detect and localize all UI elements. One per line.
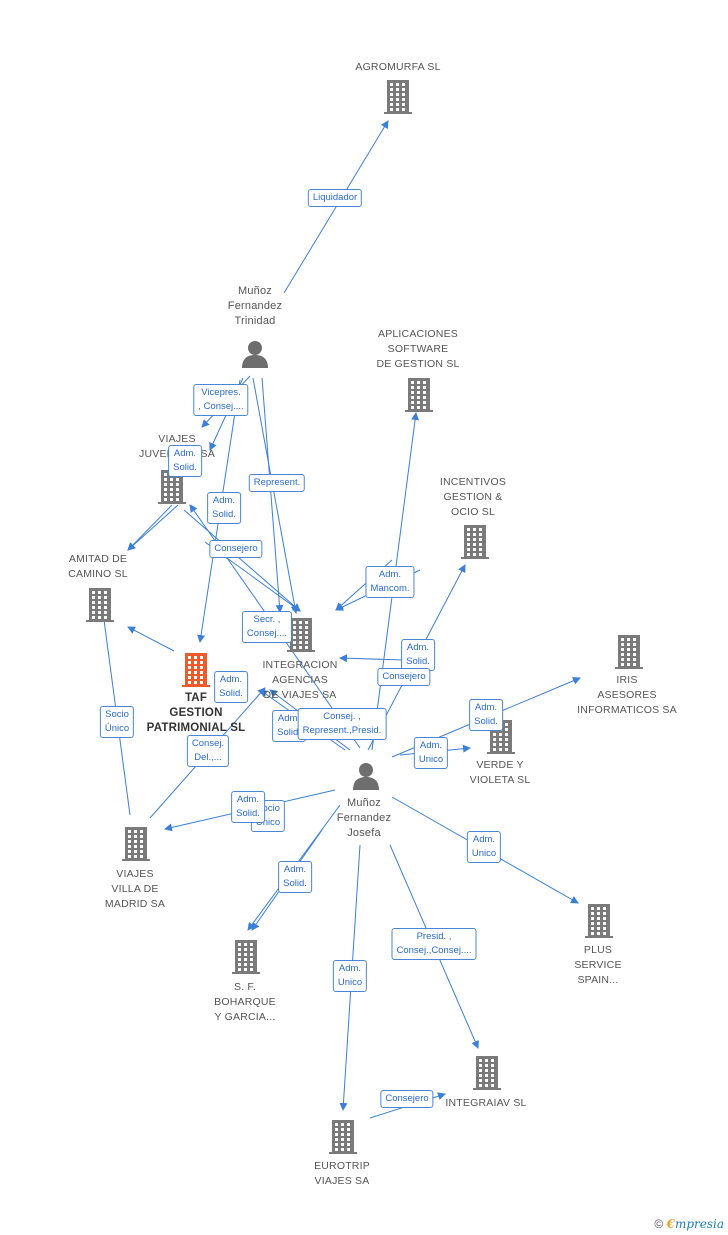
edge-label-adm-solid-4[interactable]: Adm. Solid. <box>214 671 248 703</box>
edge-label-adm-solid-2[interactable]: Adm. Solid. <box>207 492 241 524</box>
node-label-trinidad[interactable]: Muñoz Fernandez Trinidad <box>227 285 283 327</box>
node-label-agromurfa[interactable]: AGROMURFA SL <box>355 61 441 73</box>
company-icon[interactable] <box>585 904 613 943</box>
main-company-icon[interactable] <box>182 653 210 692</box>
copyright-icon: © <box>654 1217 664 1231</box>
edge-label-adm-solid-3[interactable]: Adm. Solid. <box>401 639 435 671</box>
edge-line <box>127 504 173 551</box>
company-icon[interactable] <box>287 618 315 657</box>
node-label-eurotrip[interactable]: EUROTRIP VIAJES SA <box>314 1160 370 1187</box>
edge-label-consej-del[interactable]: Consej. Del.,... <box>186 735 230 767</box>
edge-line <box>252 377 299 614</box>
brand-logo: €mpresia <box>666 1217 724 1231</box>
edge-label-secr[interactable]: Secr. , Consej.... <box>241 611 293 643</box>
company-icon[interactable] <box>384 80 412 119</box>
node-label-villa[interactable]: VIAJES VILLA DE MADRID SA <box>104 868 166 910</box>
edge-label-presid-consej[interactable]: Presid. , Consej.,Consej.... <box>391 928 477 960</box>
node-label-iris[interactable]: IRIS ASESORES INFORMATICOS SA <box>577 674 677 716</box>
company-icon[interactable] <box>158 470 186 509</box>
node-label-plus[interactable]: PLUS SERVICE SPAIN... <box>574 944 622 986</box>
footer-brand: © €mpresia <box>654 1217 724 1231</box>
node-label-aplicaciones[interactable]: APLICACIONES SOFTWARE DE GESTION SL <box>376 328 460 370</box>
edge-label-adm-solid-7[interactable]: Adm. Solid. <box>231 791 265 823</box>
edge-label-socio-unico[interactable]: Socio Único <box>99 706 135 738</box>
node-label-integracion[interactable]: INTEGRACION AGENCIAS DE VIAJES SA <box>262 659 338 701</box>
edge-label-adm-solid-6[interactable]: Adm. Solid. <box>469 699 503 731</box>
edge-line <box>339 654 405 663</box>
edge-label-adm-unico-3[interactable]: Adm. Unico <box>332 960 368 992</box>
edge-label-vicepres[interactable]: Vicepres. , Consej.... <box>193 384 249 416</box>
company-icon[interactable] <box>122 827 150 866</box>
edge-label-consejero-2[interactable]: Consejero <box>377 668 431 686</box>
person-icon[interactable] <box>351 761 381 796</box>
edge-label-consejero-1[interactable]: Consejero <box>209 540 263 558</box>
edge-label-adm-unico-1[interactable]: Adm. Unico <box>413 737 449 769</box>
node-label-amitad[interactable]: AMITAD DE CAMINO SL <box>68 553 128 580</box>
edge-line <box>183 509 301 612</box>
company-icon[interactable] <box>405 378 433 417</box>
node-label-incentivos[interactable]: INCENTIVOS GESTION & OCIO SL <box>439 476 507 518</box>
company-icon[interactable] <box>615 635 643 674</box>
edge-label-adm-unico-2[interactable]: Adm. Unico <box>466 831 502 863</box>
node-label-verde[interactable]: VERDE Y VIOLETA SL <box>469 759 531 786</box>
edge-label-liquidador[interactable]: Liquidador <box>307 189 363 207</box>
company-icon[interactable] <box>461 525 489 564</box>
edge-line <box>96 589 131 816</box>
edge-label-consej-represent[interactable]: Consej. , Represent.,Presid. <box>297 708 387 740</box>
edge-label-adm-solid-8[interactable]: Adm. Solid. <box>278 861 312 893</box>
edge-line <box>283 120 389 294</box>
edge-label-adm-solid-1[interactable]: Adm. Solid. <box>168 445 202 477</box>
company-icon[interactable] <box>329 1120 357 1159</box>
company-icon[interactable] <box>473 1056 501 1095</box>
edge-line <box>127 504 179 551</box>
person-icon[interactable] <box>240 339 270 374</box>
edge-label-consejero-3[interactable]: Consejero <box>380 1090 434 1108</box>
edge-label-adm-mancom[interactable]: Adm. Mancom. <box>365 566 415 598</box>
node-label-josefa[interactable]: Muñoz Fernandez Josefa <box>336 797 392 839</box>
node-label-taf[interactable]: TAF GESTION PATRIMONIAL SL <box>146 692 246 734</box>
company-icon[interactable] <box>86 588 114 627</box>
edge-line <box>127 626 175 652</box>
edge-line <box>261 377 284 613</box>
node-label-integraiav[interactable]: INTEGRAIAV SL <box>445 1097 527 1109</box>
node-label-boharque[interactable]: S. F. BOHARQUE Y GARCIA... <box>214 981 276 1023</box>
edge-label-represent[interactable]: Represent. <box>248 474 306 492</box>
company-icon[interactable] <box>232 940 260 979</box>
